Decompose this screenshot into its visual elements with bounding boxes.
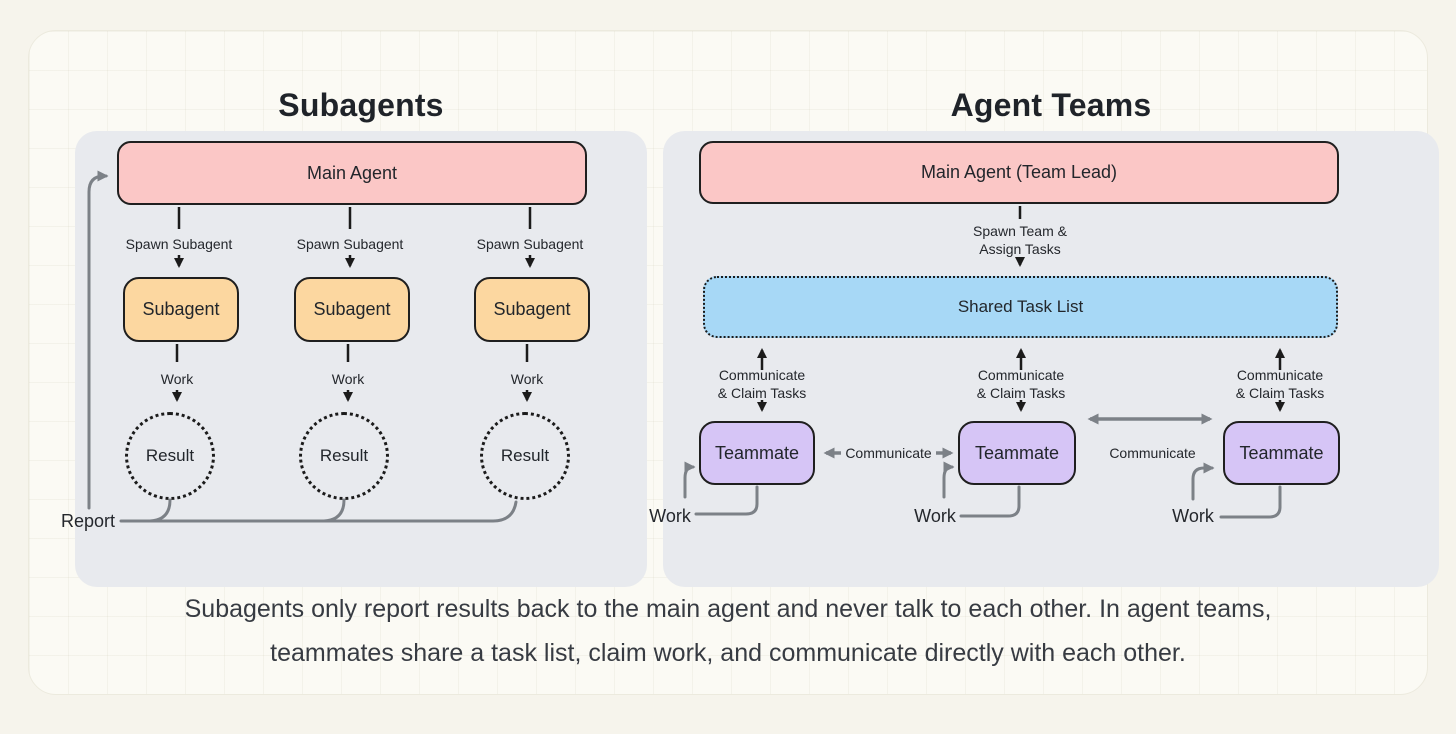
claim-tasks-label-1-line2: & Claim Tasks <box>717 385 807 401</box>
right-title: Agent Teams <box>950 87 1152 123</box>
subagent-box-2: Subagent <box>294 277 410 342</box>
communicate-label-2: Communicate <box>1109 445 1196 461</box>
spawn-team-label-line1: Spawn Team & <box>973 223 1067 239</box>
result-circle-3: Result <box>480 412 570 500</box>
work-label-left-2: Work <box>331 371 365 387</box>
claim-tasks-label-3-line2: & Claim Tasks <box>1235 385 1325 401</box>
claim-tasks-label-3-line1: Communicate <box>1236 367 1324 383</box>
claim-tasks-label-2-line2: & Claim Tasks <box>976 385 1066 401</box>
report-label: Report <box>60 511 116 531</box>
claim-tasks-label-3: Communicate & Claim Tasks <box>1220 366 1340 402</box>
spawn-subagent-label-2: Spawn Subagent <box>296 236 404 252</box>
work-label-left-1: Work <box>160 371 194 387</box>
claim-tasks-label-2: Communicate & Claim Tasks <box>961 366 1081 402</box>
claim-tasks-label-1-line1: Communicate <box>718 367 806 383</box>
caption-line-1: Subagents only report results back to th… <box>184 595 1272 623</box>
work-label-right-2: Work <box>914 506 956 526</box>
shared-task-list-box: Shared Task List <box>703 276 1338 338</box>
claim-tasks-label-1: Communicate & Claim Tasks <box>702 366 822 402</box>
result-circle-1: Result <box>125 412 215 500</box>
teammate-box-1: Teammate <box>699 421 815 485</box>
caption-line-2: teammates share a task list, claim work,… <box>270 639 1186 667</box>
subagent-box-3: Subagent <box>474 277 590 342</box>
main-agent-team-lead-box: Main Agent (Team Lead) <box>699 141 1339 204</box>
spawn-subagent-label-3: Spawn Subagent <box>476 236 584 252</box>
claim-tasks-label-2-line1: Communicate <box>977 367 1065 383</box>
work-label-right-1: Work <box>649 506 691 526</box>
teammate-box-3: Teammate <box>1223 421 1340 485</box>
communicate-label-1: Communicate <box>841 444 936 462</box>
spawn-team-label: Spawn Team & Assign Tasks <box>960 222 1080 258</box>
teammate-box-2: Teammate <box>958 421 1076 485</box>
spawn-subagent-label-1: Spawn Subagent <box>125 236 233 252</box>
work-label-left-3: Work <box>510 371 544 387</box>
agent-teams-panel <box>663 131 1439 587</box>
subagent-box-1: Subagent <box>123 277 239 342</box>
result-circle-2: Result <box>299 412 389 500</box>
spawn-team-label-line2: Assign Tasks <box>979 241 1061 257</box>
work-label-right-3: Work <box>1172 506 1214 526</box>
left-title: Subagents <box>278 87 444 123</box>
main-agent-box: Main Agent <box>117 141 587 205</box>
